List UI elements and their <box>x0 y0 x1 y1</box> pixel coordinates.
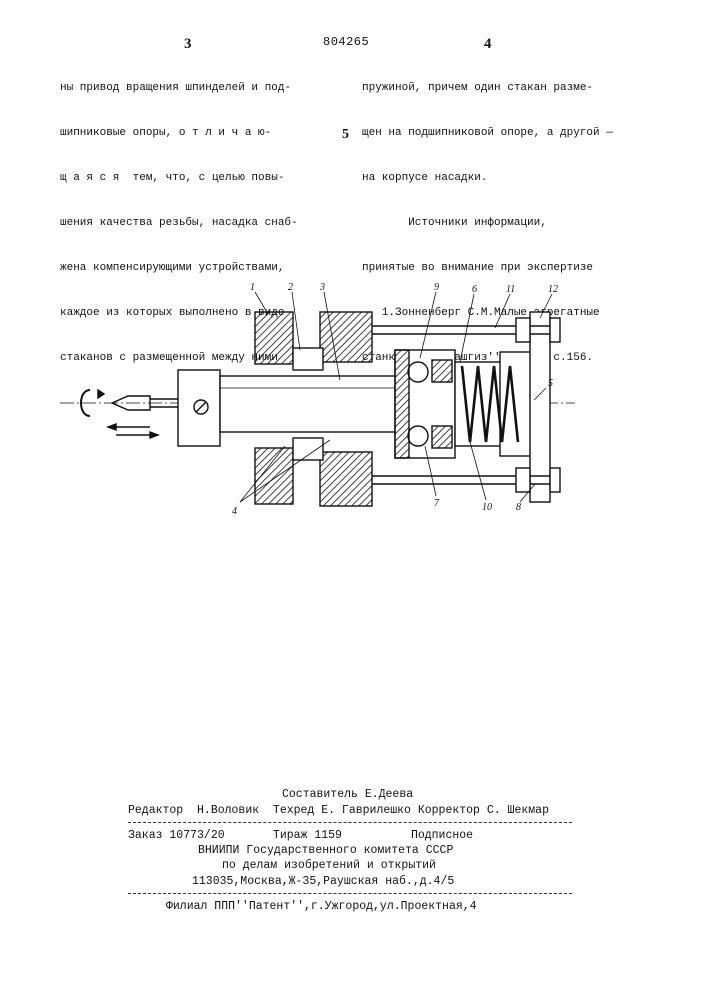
text-line: ны привод вращения шпинделей и под- <box>60 81 298 96</box>
end-plate <box>530 312 550 502</box>
callout-4: 4 <box>232 506 237 517</box>
callout-11: 11 <box>506 284 515 295</box>
text-line: на корпусе насадки. <box>362 171 613 186</box>
chuck <box>178 370 220 446</box>
callout-2: 2 <box>288 282 293 293</box>
composer-line: Составитель Е.Деева <box>282 787 413 803</box>
callout-10: 10 <box>482 502 492 513</box>
callout-5: 5 <box>548 378 553 389</box>
text-line: щен на подшипниковой опоре, а другой — <box>362 126 613 141</box>
text-line: шения качества резьбы, насадка снаб- <box>60 216 298 231</box>
text-line: Источники информации, <box>362 216 613 231</box>
organization-line-2: по делам изобретений и открытий <box>222 858 436 874</box>
address-line: 113035,Москва,Ж-35,Раушская наб.,д.4/5 <box>192 874 454 890</box>
callout-8: 8 <box>516 502 521 513</box>
callout-3: 3 <box>319 282 325 293</box>
callout-1: 1 <box>250 282 255 293</box>
text-line: щ а я с я тем, что, с целью повы- <box>60 171 298 186</box>
order-line: Заказ 10773/20 Тираж 1159 Подписное <box>128 828 473 844</box>
divider <box>128 893 572 894</box>
editors-line: Редактор Н.Воловик Техред Е. Гаврилешко … <box>128 803 549 819</box>
callout-9: 9 <box>434 282 439 293</box>
housing-top <box>255 312 293 364</box>
technical-drawing: 1 2 3 9 6 11 12 5 4 7 10 8 <box>0 270 707 530</box>
text-line: пружиной, причем один стакан разме- <box>362 81 613 96</box>
callout-12: 12 <box>548 284 558 295</box>
organization-line-1: ВНИИПИ Государственного комитета СССР <box>198 843 453 859</box>
text-line: шипниковые опоры, о т л и ч а ю- <box>60 126 298 141</box>
divider <box>128 822 572 823</box>
branch-line: Филиал ППП''Патент'',г.Ужгород,ул.Проект… <box>166 899 477 915</box>
callout-6: 6 <box>472 284 477 295</box>
line-number-marker: 5 <box>342 127 349 143</box>
spindle-shaft <box>220 376 410 432</box>
callout-7: 7 <box>434 498 440 509</box>
patent-number: 804265 <box>323 35 369 49</box>
